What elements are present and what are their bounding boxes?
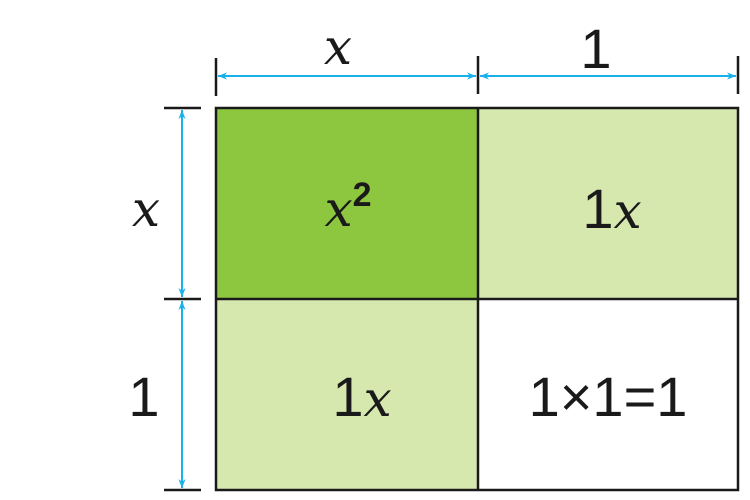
cell-bottom-left-1x <box>216 299 478 490</box>
top-label-1: 1 <box>580 17 611 80</box>
cell-top-right-1x <box>478 108 738 299</box>
x-squared-label: x2 <box>324 176 371 238</box>
side-label-1: 1 <box>128 365 159 428</box>
side-dimension-ticks <box>164 106 201 492</box>
cell-unit <box>478 299 738 490</box>
unit-label: 1×1=1 <box>529 365 688 428</box>
top-dimension-ticks <box>214 56 740 96</box>
top-label-x: x <box>324 18 352 76</box>
top-right-label: 1x <box>582 177 641 240</box>
grid-lines <box>214 106 740 492</box>
cell-x-squared <box>216 108 478 299</box>
side-label-x: x <box>132 180 160 238</box>
bottom-left-label: 1x <box>332 365 391 428</box>
